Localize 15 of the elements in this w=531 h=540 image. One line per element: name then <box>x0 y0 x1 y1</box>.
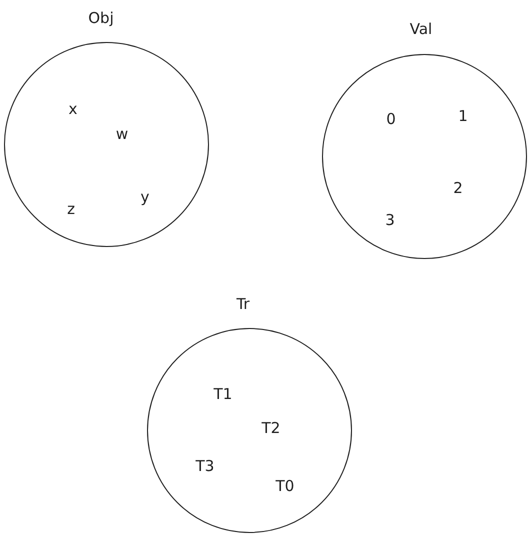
set-title: Val <box>410 20 432 38</box>
element-label: T2 <box>262 420 280 436</box>
element-label: w <box>116 126 128 142</box>
element-label: T0 <box>276 478 294 494</box>
element-label: x <box>68 100 78 118</box>
element-label: 1 <box>458 108 468 124</box>
element-label: T3 <box>196 458 214 474</box>
element-label: T1 <box>214 386 232 402</box>
element-label: y <box>140 188 150 206</box>
element-label: 3 <box>385 212 395 228</box>
element-label: 2 <box>453 180 463 196</box>
set-title: Tr <box>236 296 250 312</box>
element-label: z <box>67 200 75 218</box>
element-label: 0 <box>386 110 396 128</box>
set-title: Obj <box>88 10 114 26</box>
